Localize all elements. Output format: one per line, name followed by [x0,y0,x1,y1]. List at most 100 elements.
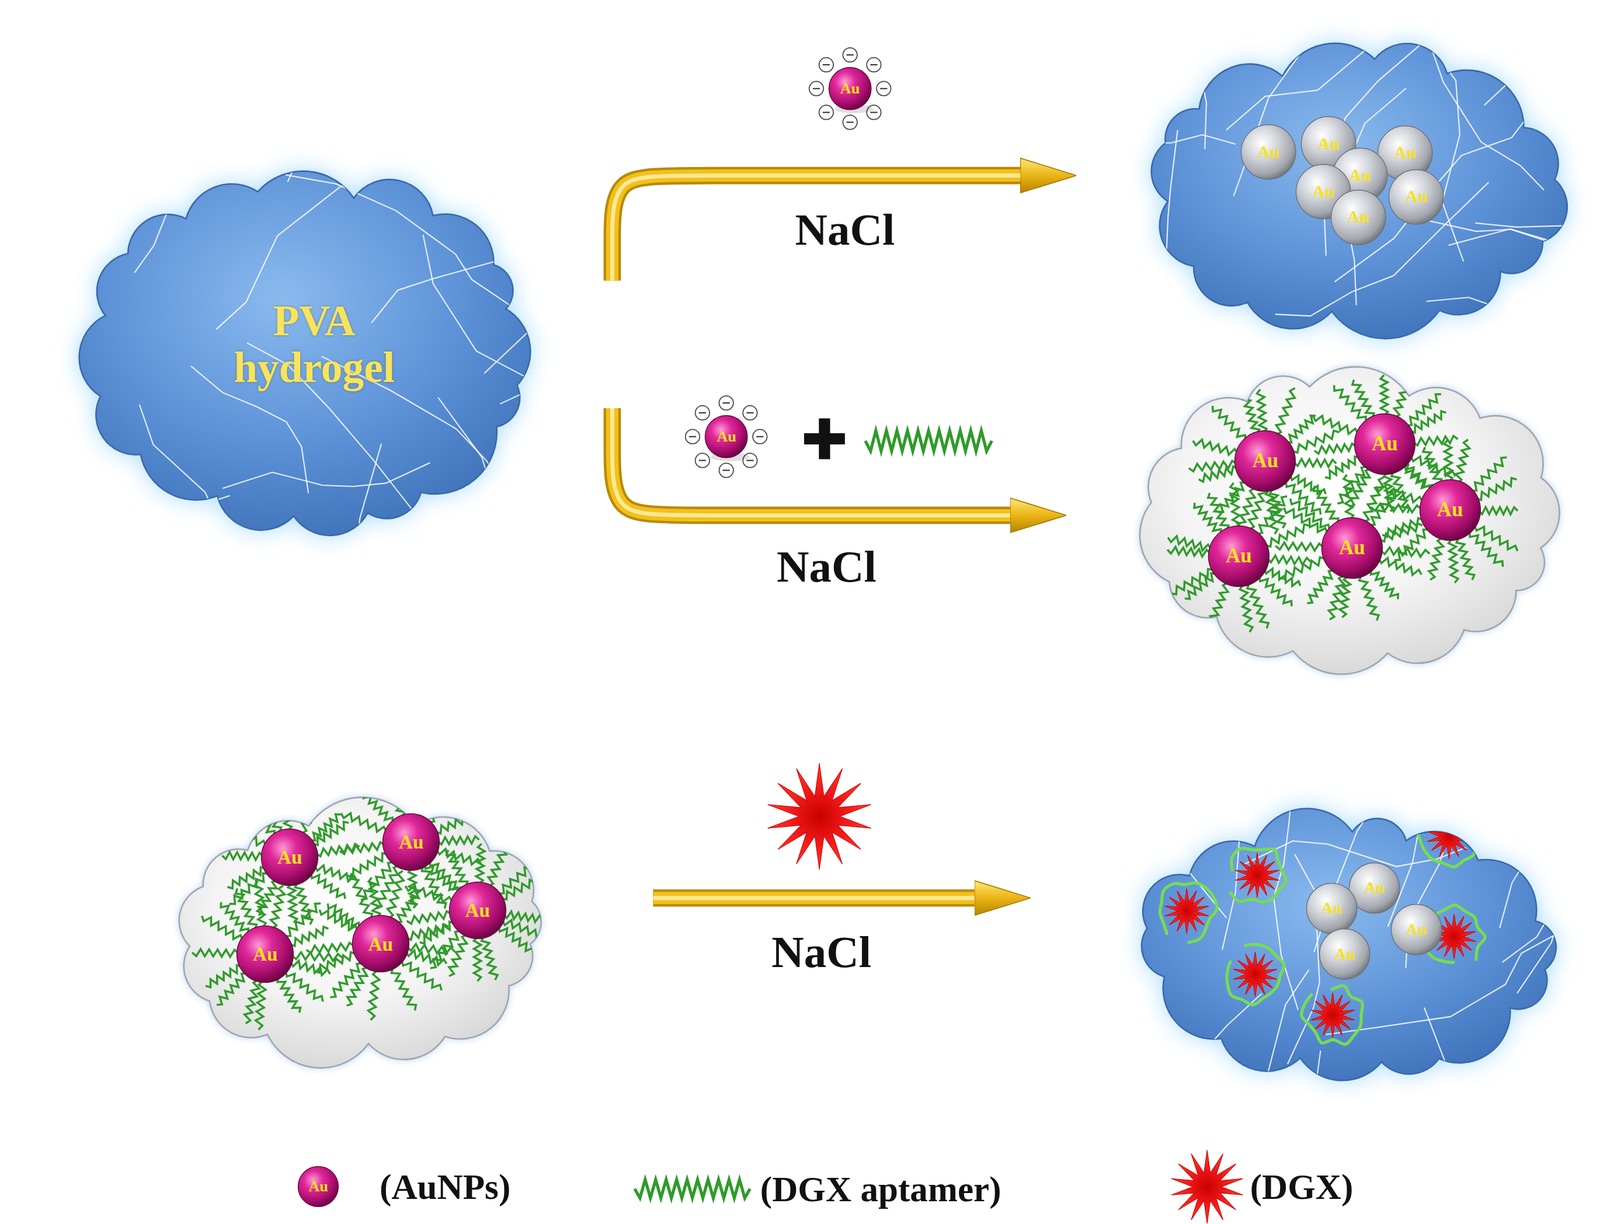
aptamer-gold-nanoparticle: Au [1321,517,1383,579]
aptamer-strand [312,821,350,845]
charge-circle [719,463,734,478]
aptamer-strand [254,880,266,928]
polymer-network-line [1425,255,1600,312]
polymer-network-line [222,462,430,489]
arrow-shaft [611,408,1011,516]
aptamer-strand [1478,506,1518,514]
aptamer-strand [1286,415,1316,443]
particle-label: Au [252,944,278,964]
cloud-body [1150,43,1567,339]
polymer-network-line [1217,664,1241,951]
bound-aptamer-loop [1230,848,1286,903]
arrow-shaft-highlight [652,895,975,900]
aptamer-strand [1469,530,1504,567]
aptamer-gold-nanoparticle: Au [382,813,440,871]
nanoparticle-sphere [237,925,294,983]
reagent-label: NaCl [776,540,877,593]
polymer-network-line [1502,722,1571,963]
charged-gold-nanoparticle: Au [704,415,748,458]
nanoparticle-sphere [1354,413,1415,475]
aptamer-strand [1264,568,1301,586]
cloud-shape [1030,805,1587,1092]
nanoparticle-sphere [352,915,409,973]
aptamer-strand [348,853,388,878]
aptamer-strand [1275,542,1324,551]
cloud-glow [1139,366,1560,674]
aptamer-strand [311,872,346,899]
aptamer-strand [244,979,260,1024]
polymer-network-line [1409,216,1600,255]
aptamer-strand [1212,405,1247,441]
arrow-shaft-fill [611,175,1021,281]
aptamer-strand [287,883,298,923]
aptamer-strand [437,836,480,845]
cloud-glow [79,171,531,536]
legend-text: (DGX) [1250,1166,1354,1208]
aptamer-strand [1410,411,1447,433]
nanoparticle-sphere [1419,480,1481,541]
aptamer-strand [396,889,421,923]
aptamer-strand [315,843,360,857]
aptamer-strand [1242,394,1260,434]
reaction-arrow [611,175,1021,281]
charge-circle [719,395,734,410]
cloud-glow [179,797,542,1068]
aptamer-strand [363,792,393,823]
polymer-network-line [134,92,264,273]
particle-label: Au [1371,433,1398,455]
aptamer-strand [1363,477,1384,523]
polymer-network-line [437,397,509,640]
legend-aptamer-sample [634,1179,750,1198]
target-hydrogel-cloud: AuAuAuAu [1030,805,1587,1092]
aptamer-strand [290,960,330,976]
aggregated-gold-nanoparticle: Au [1319,928,1370,980]
nanoparticle-sphere [1330,190,1386,245]
particle-label: Au [840,81,861,97]
analyte-star [1310,992,1355,1038]
polymer-network-line [1031,993,1262,1069]
analyte-star [1233,951,1278,997]
aptamer-strand [1334,384,1367,423]
particle-label: Au [277,847,302,867]
arrow-shaft [611,175,1021,281]
aptamer-strand [368,969,380,1020]
aptamer-strand [1167,536,1212,551]
aptamer-gold-nanoparticle: Au [1208,525,1270,587]
arrow-shaft-fill [611,408,1011,516]
aggregated-gold-nanoparticle: Au [1330,189,1386,245]
aptamer-strand [1275,387,1296,435]
legend-gold-nanoparticle: Au [297,1166,339,1208]
aptamer-strand [429,788,459,822]
charge-circle [866,57,881,72]
nanoparticle-sphere [383,813,440,871]
aptamer-strand [408,770,416,816]
aptamer-gold-nanoparticle: Au [261,828,319,886]
aggregated-gold-nanoparticle: Au [1390,903,1442,955]
aptamer-strand [270,885,285,929]
cloud-body [1141,808,1557,1081]
particle-label: Au [1317,135,1340,153]
aptamer-strand [387,870,405,919]
minus-sign [822,112,830,114]
aptamer-strand [306,943,355,954]
plus-symbol [818,418,830,459]
aptamer-strand [1208,492,1229,531]
cloud-glow [1150,43,1567,339]
legend-text: (DGX aptamer) [760,1167,1002,1210]
charge-circle [753,429,768,444]
aptamer-strand [284,903,321,937]
aptamer-gold-nanoparticle: Au [352,915,410,973]
arrow-shaft-fill [652,891,975,904]
particle-label: Au [308,1178,329,1195]
nanoparticle-sphere [1390,904,1442,955]
nanoparticle-sphere [1321,517,1383,579]
particle-label: Au [1321,899,1343,917]
polymer-network-line [1448,228,1600,338]
aptamer-strand [327,903,360,928]
aptamer-strand [1371,569,1399,600]
minus-sign [722,470,730,472]
polymer-network-line [1421,0,1464,262]
aggregated-gold-nanoparticle: Au [1306,882,1358,934]
polymer-network-line [1039,134,1236,191]
aptamer-gold-nanoparticle: Au [449,881,507,939]
